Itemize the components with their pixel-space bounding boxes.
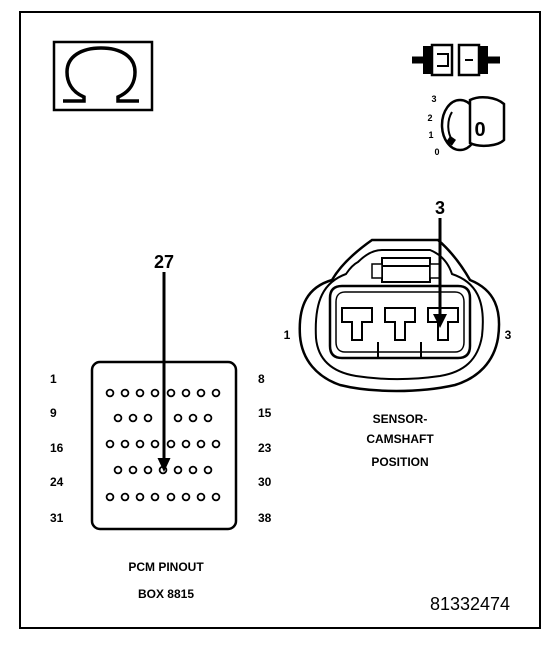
pcm-row-label-right-5: 38 (258, 511, 272, 525)
pcm-pin-hole (143, 465, 153, 475)
pcm-pin-hole (196, 388, 206, 398)
pcm-callout-arrow (157, 272, 171, 472)
pcm-pin-hole (211, 492, 221, 502)
pcm-pin-hole (113, 413, 123, 423)
pcm-pin-hole (173, 413, 183, 423)
pcm-pin-hole (181, 439, 191, 449)
sensor-terminal-2 (384, 307, 416, 341)
key-position-2: 2 (427, 113, 432, 123)
pcm-row-label-left-2: 9 (50, 406, 57, 420)
pcm-pin-hole (135, 492, 145, 502)
sensor-terminal-1 (341, 307, 373, 341)
pcm-pin-hole (181, 388, 191, 398)
pcm-pin-hole (128, 465, 138, 475)
sensor-callout-number: 3 (435, 198, 445, 218)
pcm-row-label-left-3: 16 (50, 441, 64, 455)
connector-disconnected-icon (412, 43, 500, 77)
pcm-pin-hole (196, 492, 206, 502)
sensor-pin-label-left: 1 (284, 328, 291, 342)
diagram-frame (19, 11, 541, 629)
pcm-pin-hole (150, 439, 160, 449)
sensor-callout-arrow (433, 218, 447, 328)
pcm-pin-hole (211, 439, 221, 449)
pcm-pin-hole (211, 388, 221, 398)
pcm-pin-hole (166, 388, 176, 398)
figure-number: 81332474 (430, 594, 510, 614)
pcm-row-label-right-1: 8 (258, 372, 265, 386)
sensor-caption-line1: SENSOR- (373, 412, 428, 426)
sensor-caption-line3: POSITION (371, 455, 428, 469)
pcm-pin-hole (181, 492, 191, 502)
pcm-pin-hole (188, 465, 198, 475)
pcm-pin-hole (166, 492, 176, 502)
key-position-1: 1 (428, 130, 433, 140)
pcm-pin-hole (188, 413, 198, 423)
pcm-row-label-right-2: 15 (258, 406, 272, 420)
pcm-row-label-right-4: 30 (258, 475, 272, 489)
sensor-connector (298, 238, 501, 393)
ignition-key-icon: 0 3 2 1 0 (427, 94, 506, 157)
omega-ohmmeter-icon (52, 40, 154, 112)
pcm-row-label-right-3: 23 (258, 441, 272, 455)
pcm-pin-grid (105, 388, 221, 502)
sensor-caption-line2: CAMSHAFT (366, 432, 434, 446)
pcm-pin-hole (120, 492, 130, 502)
pcm-pin-hole (120, 439, 130, 449)
pcm-pin-hole (105, 388, 115, 398)
key-position-0: 0 (434, 147, 439, 157)
pcm-pin-hole (150, 492, 160, 502)
key-position-3: 3 (431, 94, 436, 104)
pcm-pin-hole (135, 388, 145, 398)
sensor-pin-label-right: 3 (505, 328, 512, 342)
key-position-label: 0 (474, 119, 485, 141)
pcm-caption-line1: PCM PINOUT (128, 560, 204, 574)
pcm-row-label-left-1: 1 (50, 372, 57, 386)
pcm-row-label-left-4: 24 (50, 475, 64, 489)
pcm-pin-hole (173, 465, 183, 475)
pcm-pin-hole (143, 413, 153, 423)
pcm-callout-number: 27 (154, 252, 174, 272)
pcm-pin-hole (120, 388, 130, 398)
pcm-pin-hole (105, 439, 115, 449)
pcm-pin-hole (203, 465, 213, 475)
pcm-pin-hole (113, 465, 123, 475)
pcm-pin-hole (196, 439, 206, 449)
pcm-caption-line2: BOX 8815 (138, 587, 194, 601)
pcm-pin-hole (105, 492, 115, 502)
key-position-indicator (446, 135, 456, 146)
pcm-pin-hole (128, 413, 138, 423)
pcm-pin-hole (166, 439, 176, 449)
pcm-pin-hole (203, 413, 213, 423)
pcm-pin-hole (150, 388, 160, 398)
pcm-pin-hole (135, 439, 145, 449)
pcm-row-label-left-5: 31 (50, 511, 64, 525)
